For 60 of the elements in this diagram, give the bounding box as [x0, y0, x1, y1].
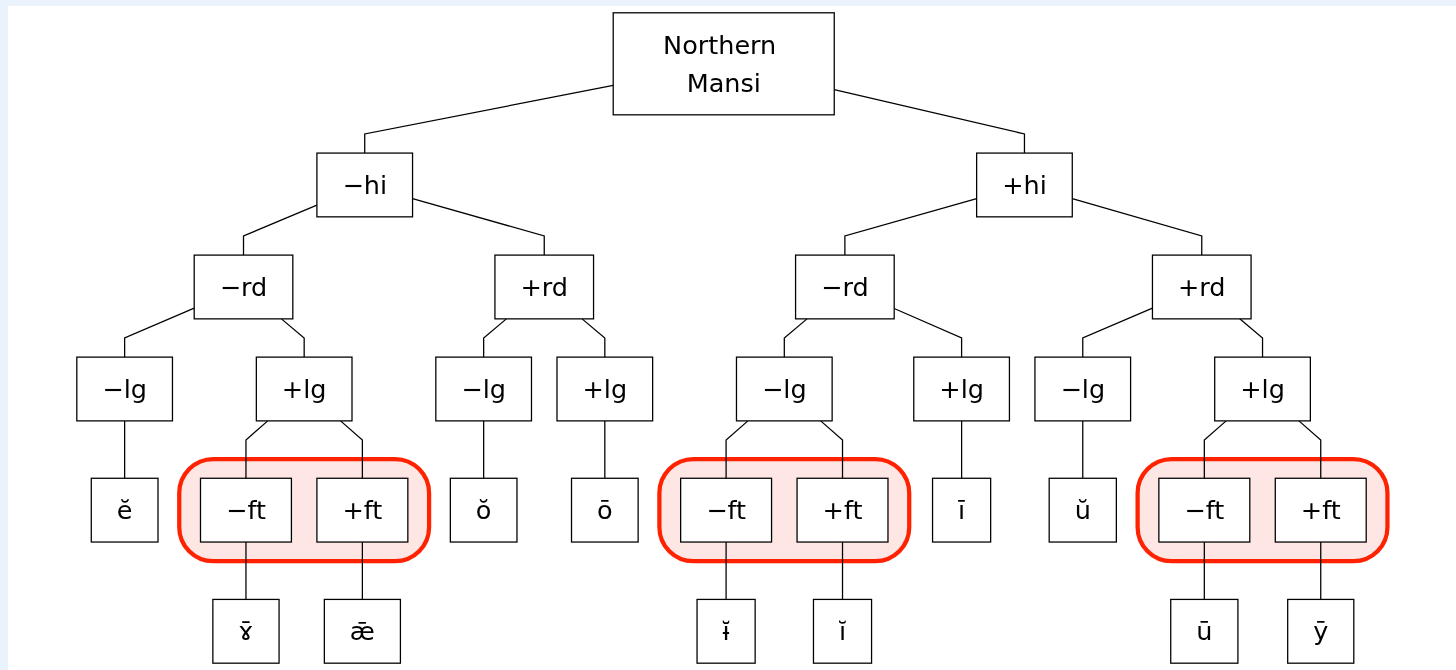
- node-box: −lg: [76, 356, 173, 422]
- node-box: −lg: [1034, 356, 1132, 422]
- connector: [960, 420, 963, 479]
- node-box: +ft: [316, 477, 409, 543]
- node-box: Northern Mansi: [612, 12, 835, 116]
- node-box: ī: [931, 477, 992, 543]
- node-box: −rd: [193, 254, 294, 320]
- node-box: ɨ̆: [696, 598, 756, 664]
- connector: [783, 318, 808, 358]
- node-box: −lg: [435, 356, 532, 422]
- cluster: [1135, 457, 1390, 564]
- node-box: −ft: [1158, 477, 1251, 543]
- connector: [725, 541, 727, 601]
- node-box: +rd: [1151, 254, 1252, 320]
- node-box: +lg: [1213, 356, 1311, 422]
- node-box: ĕ: [90, 477, 159, 543]
- connector: [1203, 420, 1227, 479]
- connector: [1203, 541, 1205, 601]
- node-box: +lg: [913, 356, 1010, 422]
- connector: [1082, 420, 1084, 479]
- connector: [1298, 420, 1322, 479]
- connector: [482, 420, 485, 479]
- node-box: ɤ̄: [212, 598, 280, 664]
- node-box: +rd: [494, 254, 595, 320]
- connector: [123, 307, 195, 358]
- node-box: ū: [1169, 598, 1239, 664]
- node-box: ŏ: [449, 477, 518, 543]
- node-box: −ft: [199, 477, 292, 543]
- connector: [123, 420, 126, 479]
- node-box: ĭ: [812, 598, 873, 664]
- connector: [245, 541, 247, 601]
- connector: [819, 420, 843, 479]
- connector: [361, 541, 363, 601]
- connector: [1319, 541, 1322, 601]
- connector: [1082, 307, 1153, 358]
- node-box: +ft: [1274, 477, 1367, 543]
- connector: [245, 420, 269, 479]
- cluster: [657, 457, 912, 564]
- node-box: ŭ: [1048, 477, 1117, 543]
- node-box: +lg: [556, 356, 654, 422]
- connector: [604, 420, 606, 479]
- node-box: −ft: [679, 477, 773, 543]
- connector: [280, 318, 305, 358]
- node-box: −lg: [735, 356, 833, 422]
- node-box: ō: [570, 477, 639, 543]
- node-box: −hi: [316, 152, 414, 218]
- node-box: ȳ: [1286, 598, 1355, 664]
- connector: [363, 84, 614, 154]
- connector: [339, 420, 363, 479]
- cluster: [177, 457, 432, 564]
- connector: [841, 541, 843, 601]
- node-box: ǣ: [323, 598, 401, 664]
- node-box: −rd: [794, 254, 895, 320]
- connector: [725, 420, 749, 479]
- node-box: +lg: [255, 356, 353, 422]
- node-box: +ft: [796, 477, 889, 543]
- node-box: +hi: [975, 152, 1073, 218]
- connector: [482, 318, 507, 358]
- connector: [581, 318, 606, 358]
- connector: [1238, 318, 1264, 358]
